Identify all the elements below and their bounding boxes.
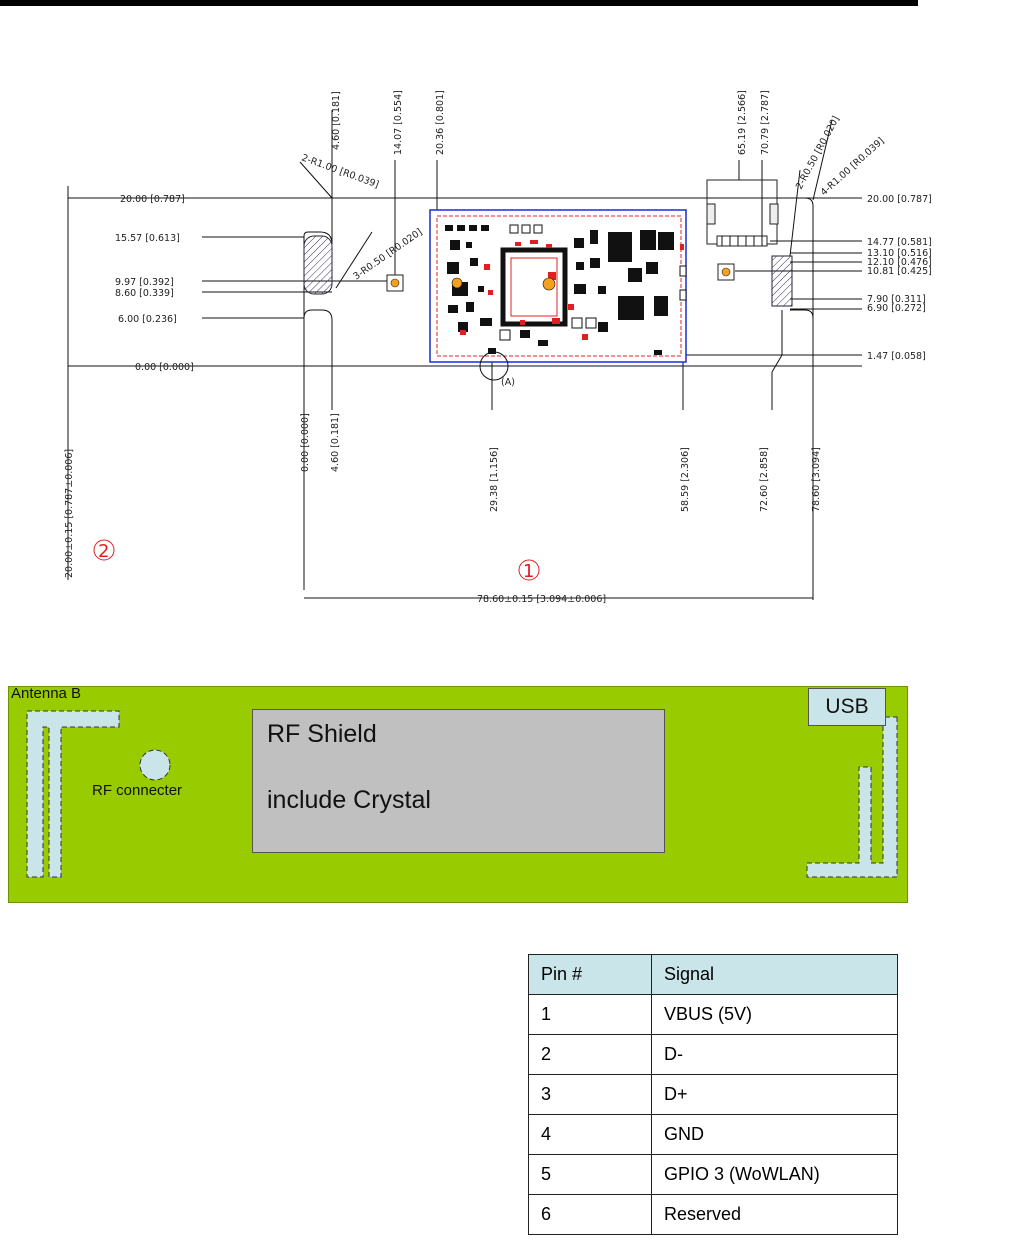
pin-signal: GND xyxy=(651,1114,898,1155)
dim-right-13-10: 13.10 [0.516] xyxy=(867,248,932,259)
dim-left-6-00: 6.00 [0.236] xyxy=(118,314,177,325)
detail-a-label: (A) xyxy=(501,377,515,388)
dim-right-1-47: 1.47 [0.058] xyxy=(867,351,926,362)
dim-bottom-4-60: 4.60 [0.181] xyxy=(330,413,341,472)
pin-number: 3 xyxy=(528,1074,652,1115)
overall-height-dim: 20.00±0.15 [0.787±0.006] xyxy=(64,449,75,578)
pin-number: 5 xyxy=(528,1154,652,1195)
pin-signal: D+ xyxy=(651,1074,898,1115)
usb-pin-table: Pin # Signal 1 VBUS (5V) 2 D- 3 D+ 4 GND… xyxy=(528,954,898,1235)
dim-top-14-07: 14.07 [0.554] xyxy=(393,90,404,155)
pin-number: 2 xyxy=(528,1034,652,1075)
antenna-traces xyxy=(26,710,898,878)
dim-top-4-60: 4.60 [0.181] xyxy=(331,91,342,150)
board-block-diagram: Antenna B RF connecter RF Shield include… xyxy=(8,685,908,903)
pin-number: 4 xyxy=(528,1114,652,1155)
pin-number: 6 xyxy=(528,1194,652,1235)
dim-top-3-r0-50: 3-R0.50 [R0.020] xyxy=(351,227,424,283)
pcb-layout xyxy=(429,209,687,363)
dim-bottom-0-00: 0.00 [0.000] xyxy=(300,413,311,472)
antenna-cutout-left xyxy=(303,235,333,295)
dim-left-9-97: 9.97 [0.392] xyxy=(115,277,174,288)
header-rule xyxy=(0,0,918,6)
dim-left-15-57: 15.57 [0.613] xyxy=(115,233,180,244)
mechanical-drawing: (A) 2-R1.00 [R0.039] 4.60 [0.181] 14.07 … xyxy=(64,90,932,605)
callout-1-label: 1 xyxy=(523,561,534,582)
dim-top-4-r1-00: 4-R1.00 [R0.039] xyxy=(819,136,887,199)
dim-top-70-79: 70.79 [2.787] xyxy=(760,90,771,155)
dim-right-14-77: 14.77 [0.581] xyxy=(867,237,932,248)
antenna-a-trace xyxy=(806,716,898,878)
header-pin: Pin # xyxy=(528,954,652,995)
dim-left-0-00: 0.00 [0.000] xyxy=(135,362,194,373)
pin-signal: D- xyxy=(651,1034,898,1075)
rf-connector-circle xyxy=(139,749,171,781)
table-row: 2 D- xyxy=(528,1034,898,1075)
usb-connector-outline xyxy=(706,179,779,247)
table-row: 4 GND xyxy=(528,1114,898,1155)
usb-label-box: USB xyxy=(808,688,886,726)
callout-2-circle xyxy=(93,539,115,561)
pin-signal: Reserved xyxy=(651,1194,898,1235)
rf-shield-subtitle: include Crystal xyxy=(267,786,431,814)
dim-left-20-00: 20.00 [0.787] xyxy=(120,194,185,205)
dim-bottom-78-60: 78.60 [3.094] xyxy=(811,447,822,512)
dim-right-20-00: 20.00 [0.787] xyxy=(867,194,932,205)
dim-right-12-10: 12.10 [0.476] xyxy=(867,257,932,268)
dim-left-8-60: 8.60 [0.339] xyxy=(115,288,174,299)
dim-right-10-81: 10.81 [0.425] xyxy=(867,266,932,277)
antenna-b-label: Antenna B xyxy=(11,685,82,702)
antenna-cutout-right xyxy=(771,255,793,307)
header-signal: Signal xyxy=(651,954,898,995)
pin-signal: GPIO 3 (WoWLAN) xyxy=(651,1154,898,1195)
dim-right-6-90: 6.90 [0.272] xyxy=(867,303,926,314)
table-row: 5 GPIO 3 (WoWLAN) xyxy=(528,1154,898,1195)
dim-bottom-72-60: 72.60 [2.858] xyxy=(759,447,770,512)
overall-width-dim: 78.60±0.15 [3.094±0.006] xyxy=(477,594,606,605)
antenna-b-trace xyxy=(26,710,120,878)
table-row: 6 Reserved xyxy=(528,1194,898,1235)
pin-number: 1 xyxy=(528,994,652,1035)
callout-2-label: 2 xyxy=(98,541,109,562)
dim-top-20-36: 20.36 [0.801] xyxy=(435,90,446,155)
dim-bottom-29-38: 29.38 [1.156] xyxy=(489,447,500,512)
dim-bottom-58-59: 58.59 [2.306] xyxy=(680,447,691,512)
dim-right-7-90: 7.90 [0.311] xyxy=(867,294,926,305)
dim-top-r1-left: 2-R1.00 [R0.039] xyxy=(300,152,380,190)
rf-shield-title: RF Shield xyxy=(267,720,377,748)
table-row: 3 D+ xyxy=(528,1074,898,1115)
detail-a-circle xyxy=(479,351,509,381)
callout-1-circle xyxy=(518,559,540,581)
dim-top-65-19: 65.19 [2.566] xyxy=(737,90,748,155)
table-header-row: Pin # Signal xyxy=(528,954,898,995)
rf-shield-block: RF Shield include Crystal xyxy=(252,709,665,853)
pin-signal: VBUS (5V) xyxy=(651,994,898,1035)
table-row: 1 VBUS (5V) xyxy=(528,994,898,1035)
rf-connector-label: RF connecter xyxy=(92,782,183,799)
